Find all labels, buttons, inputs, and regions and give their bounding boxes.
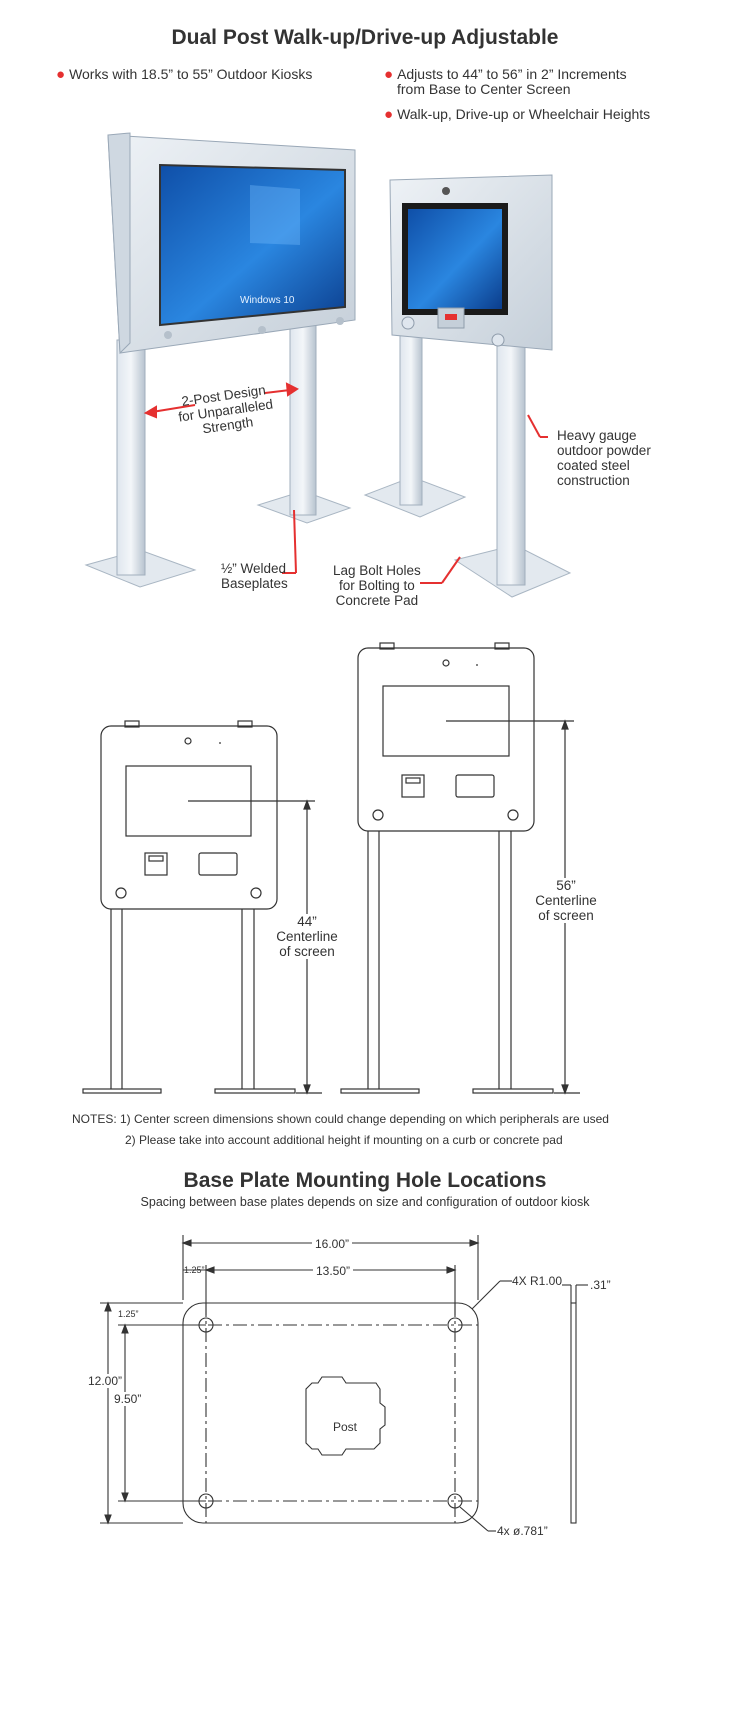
dim-width-holes: 13.50” bbox=[313, 1264, 354, 1278]
kiosk-product-illustration: Windows 10 bbox=[84, 132, 572, 598]
bullet-dot-icon: ● bbox=[56, 66, 66, 83]
feature-bullet-2-continued: from Base to Center Screen bbox=[397, 81, 571, 97]
dim-height-overall: 12.00” bbox=[88, 1374, 123, 1388]
dim-hole-diameter: 4x ø.781” bbox=[497, 1524, 548, 1538]
page-title: Dual Post Walk-up/Drive-up Adjustable bbox=[171, 26, 559, 49]
post-right bbox=[289, 324, 317, 516]
note-2: 2) Please take into account additional h… bbox=[125, 1133, 563, 1147]
large-kiosk-screen bbox=[159, 163, 346, 327]
windows-logo-text: Windows 10 bbox=[240, 295, 295, 306]
callout-lag-bolt: Lag Bolt Holes for Bolting to Concrete P… bbox=[333, 563, 421, 608]
small-kiosk-screen bbox=[408, 209, 502, 309]
feature-bullet-2: ●Adjusts to 44” to 56” in 2” Increments bbox=[384, 66, 627, 83]
post-footprint bbox=[305, 1376, 386, 1456]
post-front bbox=[496, 339, 526, 586]
feature-bullet-1: ●Works with 18.5” to 55” Outdoor Kiosks bbox=[56, 66, 312, 83]
bullet-text: Works with 18.5” to 55” Outdoor Kiosks bbox=[69, 66, 313, 82]
mounting-hole bbox=[447, 1317, 463, 1333]
post-back bbox=[399, 324, 423, 506]
plate-side-view bbox=[570, 1302, 577, 1524]
baseplate-drawing bbox=[100, 1235, 588, 1532]
elevation-drawings bbox=[82, 642, 580, 1095]
post-label: Post bbox=[333, 1420, 358, 1434]
dimension-44-label: 44” Centerline of screen bbox=[271, 914, 343, 959]
baseplate-subtitle: Spacing between base plates depends on s… bbox=[140, 1195, 590, 1209]
kiosk-elevation-56 bbox=[340, 642, 580, 1095]
bullet-dot-icon: ● bbox=[384, 66, 394, 83]
dim-edge-y: 1.25” bbox=[118, 1309, 139, 1319]
callout-heavy-gauge: Heavy gauge outdoor powder coated steel … bbox=[557, 428, 651, 488]
callout-leaders bbox=[143, 382, 548, 584]
dim-edge-x: 1.25” bbox=[184, 1265, 205, 1275]
post-left bbox=[116, 339, 146, 576]
baseplate-title: Base Plate Mounting Hole Locations bbox=[183, 1169, 547, 1192]
dim-width-overall: 16.00” bbox=[312, 1237, 353, 1251]
dim-height-holes: 9.50” bbox=[114, 1392, 142, 1406]
mounting-hole bbox=[447, 1493, 463, 1509]
note-1: NOTES: 1) Center screen dimensions shown… bbox=[72, 1112, 609, 1126]
dim-thickness: .31” bbox=[590, 1278, 611, 1292]
kiosk-elevation-44 bbox=[82, 720, 322, 1095]
bullet-dot-icon: ● bbox=[384, 106, 394, 123]
small-kiosk-illustration bbox=[363, 174, 572, 598]
large-kiosk-illustration: Windows 10 bbox=[84, 132, 356, 588]
base-plate-outline bbox=[182, 1302, 479, 1524]
bullet-text: Adjusts to 44” to 56” in 2” Increments bbox=[397, 66, 627, 82]
bullet-text: Walk-up, Drive-up or Wheelchair Heights bbox=[397, 106, 651, 122]
callout-welded-baseplates: ½” Welded Baseplates bbox=[221, 561, 288, 591]
feature-bullet-3: ●Walk-up, Drive-up or Wheelchair Heights bbox=[384, 106, 650, 123]
dimension-56-label: 56” Centerline of screen bbox=[530, 878, 602, 923]
dim-radius: 4X R1.00 bbox=[512, 1274, 563, 1288]
